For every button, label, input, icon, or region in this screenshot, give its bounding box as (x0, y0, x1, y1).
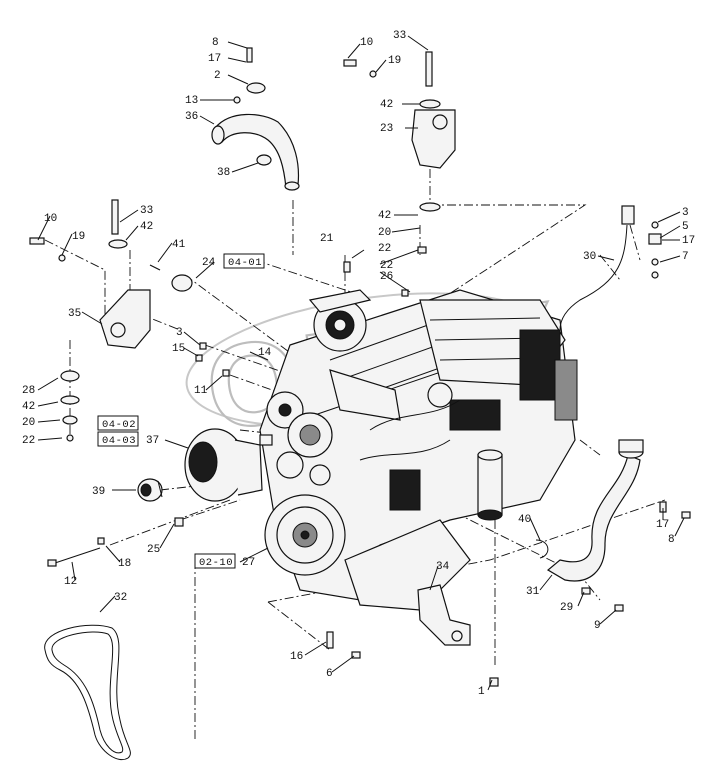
ref-04-02: 04-02 (102, 419, 136, 431)
callout-28: 28 (22, 385, 35, 397)
callout-3: 3 (682, 207, 689, 219)
ref-box-02-10 (194, 553, 236, 569)
callout-40: 40 (518, 514, 531, 526)
callout-9: 9 (594, 620, 601, 632)
callout-42: 42 (22, 401, 35, 413)
callout-leaders (37, 35, 685, 691)
callout-20: 20 (22, 417, 35, 429)
callout-6: 6 (326, 668, 333, 680)
callout-24: 24 (202, 257, 216, 269)
callout-21: 21 (320, 233, 334, 245)
callout-19: 19 (72, 231, 85, 243)
callout-33: 33 (140, 205, 153, 217)
callout-42: 42 (380, 99, 393, 111)
callout-14: 14 (258, 347, 272, 359)
reference-boxes: 04-01 04-02 04-03 02-10 (97, 253, 265, 569)
callout-13: 13 (185, 95, 198, 107)
callout-7: 7 (682, 251, 689, 263)
callout-17: 17 (656, 519, 669, 531)
callout-37: 37 (146, 435, 159, 447)
callout-labels: 8 17 2 13 36 38 10 33 19 42 23 42 20 22 … (22, 30, 695, 698)
callout-35: 35 (68, 308, 81, 320)
callout-36: 36 (185, 111, 198, 123)
ref-box-04-03 (97, 431, 139, 447)
ref-box-04-02 (97, 415, 139, 431)
lifting-bracket-left (29, 199, 151, 442)
ref-02-10: 02-10 (199, 557, 233, 569)
callout-8: 8 (668, 534, 675, 546)
callout-39: 39 (92, 486, 105, 498)
callout-27: 27 (242, 557, 255, 569)
callout-3: 3 (176, 327, 183, 339)
callout-8: 8 (212, 37, 219, 49)
callout-33: 33 (393, 30, 406, 42)
callout-22: 22 (380, 260, 393, 272)
callout-17: 17 (208, 53, 221, 65)
callout-25: 25 (147, 544, 160, 556)
callout-1: 1 (478, 686, 485, 698)
callout-20: 20 (378, 227, 391, 239)
engine-block (259, 289, 578, 611)
callout-30: 30 (583, 251, 596, 263)
callout-10: 10 (360, 37, 373, 49)
alternator-pulley (137, 478, 163, 502)
engine-mount-bracket (326, 584, 499, 687)
callout-41: 41 (172, 239, 186, 251)
callout-18: 18 (118, 558, 131, 570)
serpentine-belt (44, 624, 131, 760)
sensor-cap (149, 264, 193, 292)
dipstick-tube (535, 205, 691, 612)
callout-22: 22 (378, 243, 391, 255)
callout-19: 19 (388, 55, 401, 67)
callout-2: 2 (214, 70, 221, 82)
callout-15: 15 (172, 343, 185, 355)
callout-17: 17 (682, 235, 695, 247)
ref-04-03: 04-03 (102, 435, 136, 447)
callout-16: 16 (290, 651, 303, 663)
callout-42: 42 (140, 221, 153, 233)
ref-04-01: 04-01 (228, 257, 262, 269)
alternator (184, 428, 273, 502)
callout-22: 22 (22, 435, 35, 447)
callout-32: 32 (114, 592, 127, 604)
callout-5: 5 (682, 221, 689, 233)
callout-12: 12 (64, 576, 77, 588)
ref-box-04-01 (223, 253, 265, 269)
callout-42: 42 (378, 210, 391, 222)
callout-10: 10 (44, 213, 57, 225)
callout-29: 29 (560, 602, 573, 614)
callout-38: 38 (217, 167, 230, 179)
upper-hose (211, 47, 300, 191)
callout-23: 23 (380, 123, 393, 135)
callout-34: 34 (436, 561, 450, 573)
callout-26: 26 (380, 271, 393, 283)
callout-31: 31 (526, 586, 540, 598)
lifting-bracket-top (343, 51, 456, 212)
callout-11: 11 (194, 385, 208, 397)
